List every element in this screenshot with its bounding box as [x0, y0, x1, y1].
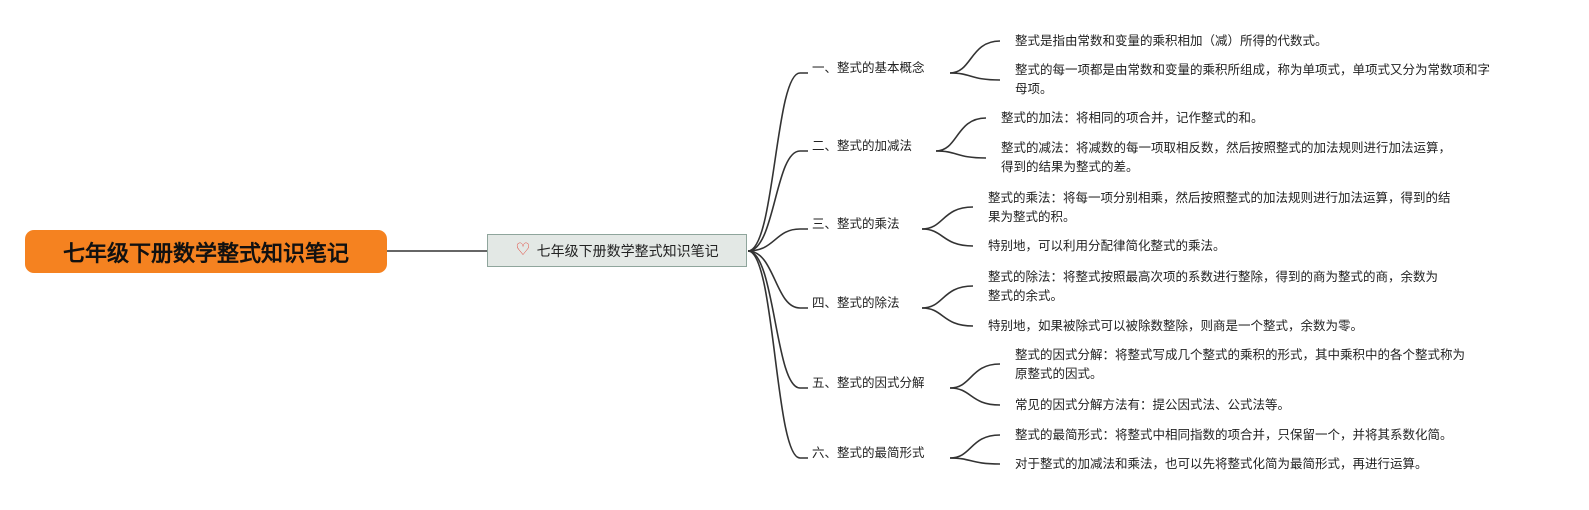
leaf-connector — [949, 434, 1001, 459]
leaf-6-1[interactable]: 整式的最简形式：将整式中相同指数的项合并，只保留一个，并将其系数化简。 — [1015, 427, 1453, 442]
leaf-connector — [935, 117, 987, 152]
leaf-connector — [949, 457, 1001, 465]
root-title: 七年级下册数学整式知识笔记 — [62, 241, 349, 267]
central-topic[interactable]: ♡ 七年级下册数学整式知识笔记 — [487, 234, 747, 267]
leaf-4-1[interactable]: 整式的除法：将整式按照最高次项的系数进行整除，得到的商为整式的商，余数为整式的余… — [988, 269, 1439, 303]
leaf-connector — [921, 228, 974, 247]
leaf-5-1[interactable]: 整式的因式分解：将整式写成几个整式的乘积的形式，其中乘积中的各个整式称为原整式的… — [1015, 347, 1466, 381]
leaf-connector — [921, 285, 974, 309]
heart-icon: ♡ — [515, 240, 531, 260]
branch-connector — [747, 72, 808, 252]
branch-connector — [747, 250, 808, 389]
branch-connector — [747, 250, 808, 309]
leaf-6-2[interactable]: 对于整式的加减法和乘法，也可以先将整式化简为最简形式，再进行运算。 — [1015, 456, 1428, 471]
leaf-connector — [949, 72, 1001, 81]
leaf-connector — [949, 387, 1001, 406]
branch-6[interactable]: 六、整式的最简形式 — [812, 445, 925, 460]
leaf-connector — [921, 307, 974, 327]
leaf-2-1[interactable]: 整式的加法：将相同的项合并，记作整式的和。 — [1001, 110, 1264, 125]
branch-5[interactable]: 五、整式的因式分解 — [812, 375, 925, 390]
leaf-3-1[interactable]: 整式的乘法：将每一项分别相乘，然后按照整式的加法规则进行加法运算，得到的结果为整… — [988, 190, 1451, 224]
branch-connector — [747, 228, 808, 252]
branch-1[interactable]: 一、整式的基本概念 — [812, 60, 925, 75]
branch-3[interactable]: 三、整式的乘法 — [812, 216, 900, 231]
leaf-1-1[interactable]: 整式是指由常数和变量的乘积相加（减）所得的代数式。 — [1015, 33, 1328, 48]
leaf-connector — [921, 206, 974, 230]
leaf-5-2[interactable]: 常见的因式分解方法有：提公因式法、公式法等。 — [1015, 397, 1291, 412]
leaf-4-2[interactable]: 特别地，如果被除式可以被除数整除，则商是一个整式，余数为零。 — [988, 318, 1364, 333]
leaf-1-2[interactable]: 整式的每一项都是由常数和变量的乘积所组成，称为单项式，单项式又分为常数项和字母项… — [1015, 62, 1491, 96]
branch-connector — [747, 250, 808, 459]
central-topic-title: 七年级下册数学整式知识笔记 — [536, 243, 719, 260]
branch-4[interactable]: 四、整式的除法 — [812, 295, 900, 310]
leaf-connector — [949, 40, 1001, 74]
branch-connector — [747, 150, 808, 252]
leaf-connector — [949, 363, 1001, 389]
leaf-2-2[interactable]: 整式的减法：将减数的每一项取相反数，然后按照整式的加法规则进行加法运算，得到的结… — [1001, 140, 1452, 174]
leaf-3-2[interactable]: 特别地，可以利用分配律简化整式的乘法。 — [988, 238, 1226, 253]
branch-2[interactable]: 二、整式的加减法 — [812, 138, 913, 153]
leaf-connector — [935, 150, 987, 159]
root-node[interactable]: 七年级下册数学整式知识笔记 — [25, 230, 387, 273]
